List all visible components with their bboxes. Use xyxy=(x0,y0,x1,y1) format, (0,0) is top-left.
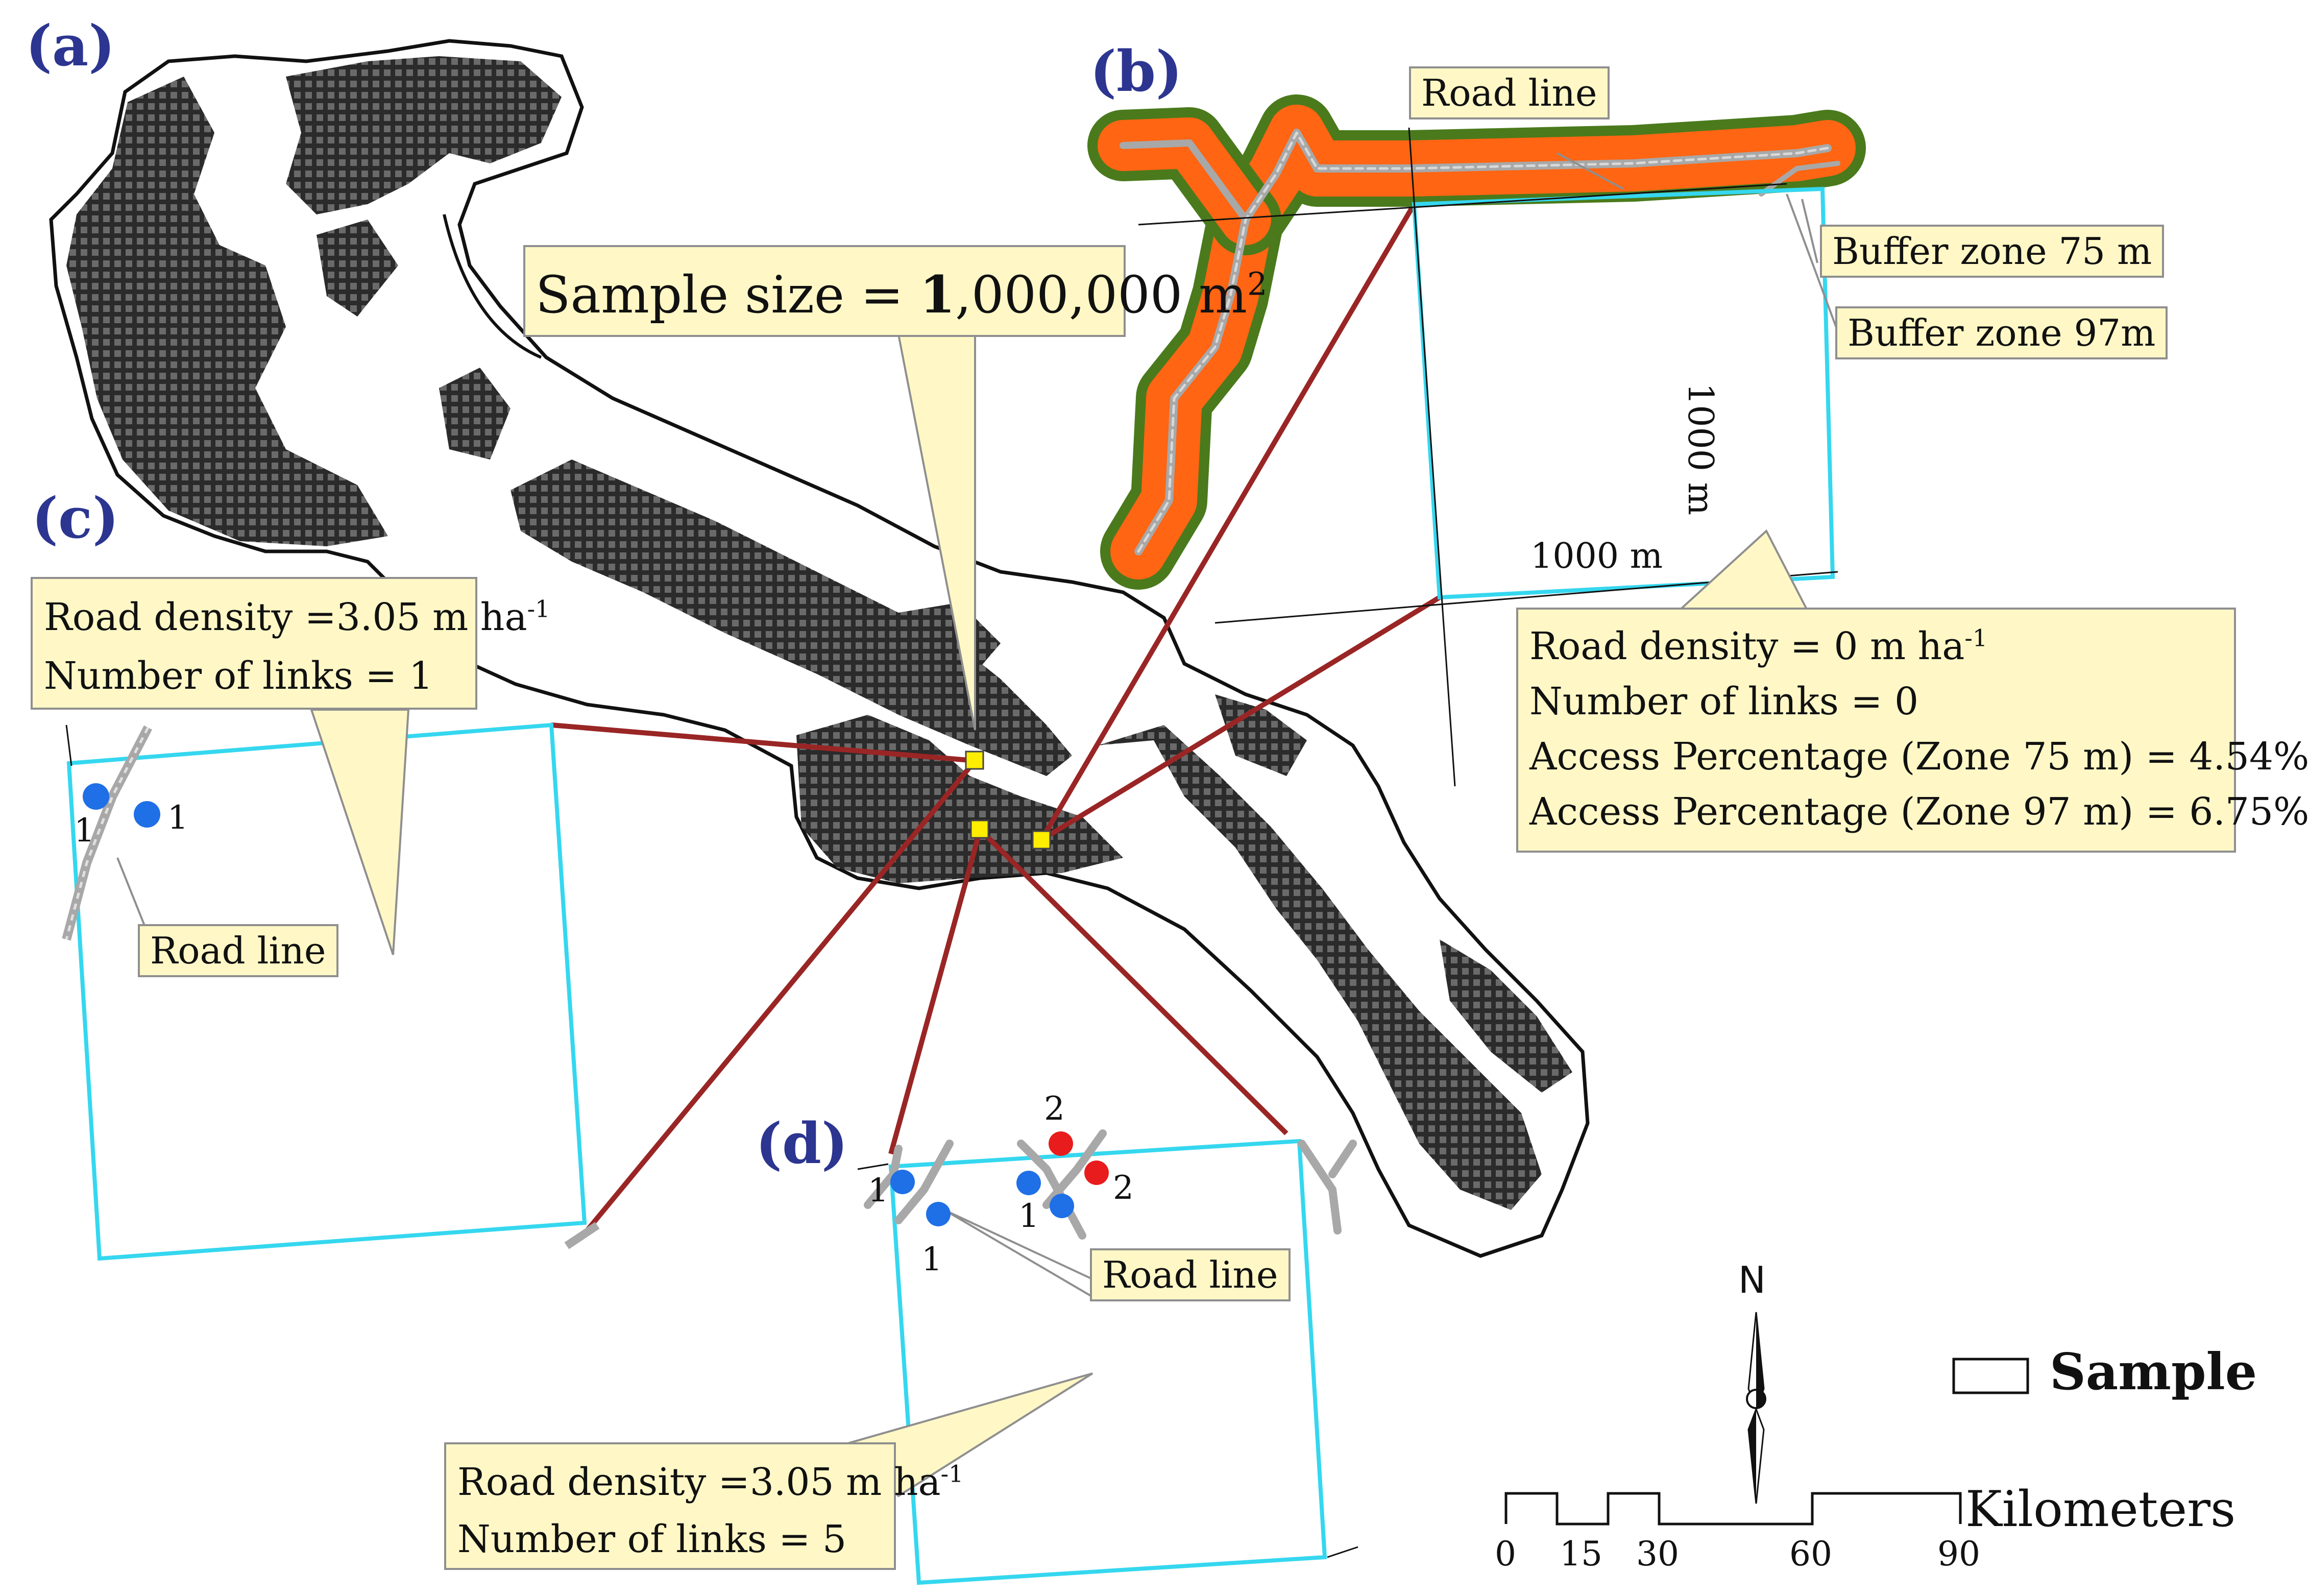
scale-tick-30: 30 xyxy=(1636,1534,1679,1574)
panel-d-inset xyxy=(857,1129,1358,1585)
panel-c-number-of-links: Number of links = 1 xyxy=(44,654,433,698)
panel-d-road-density-exponent: -1 xyxy=(940,1460,964,1488)
pointer-panel-c xyxy=(310,709,410,955)
panel-c-road-density: Road density =3.05 m ha xyxy=(44,595,527,639)
road-line-d-6 xyxy=(1328,1140,1357,1178)
panel-c-road-density-exponent: -1 xyxy=(527,595,550,623)
panel-c-density-row: Road density =3.05 m ha-1 xyxy=(44,588,550,647)
connector-lines xyxy=(551,203,1441,1232)
sample-square-d xyxy=(888,1139,1327,1585)
legend-sample-swatch xyxy=(1952,1358,2029,1394)
point-blue-d-4 xyxy=(1050,1194,1074,1218)
scale-bar xyxy=(1504,1492,1962,1526)
sample-markers xyxy=(965,751,1051,850)
point-label-c-2: 1 xyxy=(167,799,188,837)
road-line-b-branch xyxy=(1120,139,1249,223)
sample-marker-c xyxy=(965,751,984,770)
panel-label-d: (d) xyxy=(756,1110,848,1176)
panel-b-inset xyxy=(1087,94,1866,787)
connector-c-bottom xyxy=(585,759,977,1232)
panel-d-density-row: Road density =3.05 m ha-1 xyxy=(457,1454,963,1511)
buffer-zone-75-label: Buffer zone 75 m xyxy=(1820,225,2165,278)
road-line-d-5 xyxy=(1298,1140,1342,1235)
sample-marker-b xyxy=(1032,830,1051,850)
point-label-d-2: 1 xyxy=(921,1241,942,1278)
connector-b-bottom xyxy=(1040,595,1441,842)
scale-unit-label: Kilometers xyxy=(1965,1481,2236,1538)
buffer-zone-97-label: Buffer zone 97m xyxy=(1835,306,2168,359)
panel-d-info-callout: Road density =3.05 m ha-1 Number of link… xyxy=(444,1442,963,1570)
road-line-label-d: Road line xyxy=(1090,1248,1291,1301)
callout-pointers xyxy=(310,333,1809,1497)
connector-d-right xyxy=(978,828,1289,1135)
panel-c-info-callout: Road density =3.05 m ha-1 Number of link… xyxy=(31,577,550,710)
scale-tick-60: 60 xyxy=(1789,1534,1832,1574)
point-red-d-2 xyxy=(1084,1160,1109,1185)
road-line-label-b: Road line xyxy=(1409,66,1610,119)
sample-size-callout: Sample size = 1,000,000 m2 xyxy=(523,245,1267,337)
panel-b-access-97: Access Percentage (Zone 97 m) = 6.75% xyxy=(1529,790,2309,834)
dimension-vertical-label: 1000 m xyxy=(1680,383,1720,516)
point-label-d-5: 2 xyxy=(1113,1169,1134,1207)
north-label: N xyxy=(1738,1259,1766,1301)
road-line-d-4 xyxy=(1042,1129,1107,1209)
panel-c-inset xyxy=(62,722,600,1261)
point-blue-c-1 xyxy=(83,783,109,810)
point-label-d-1: 1 xyxy=(868,1172,889,1210)
road-line-b-east xyxy=(1759,161,1840,197)
region-map xyxy=(49,39,1590,1258)
connector-b-top xyxy=(1039,203,1417,841)
scale-tick-90: 90 xyxy=(1937,1534,1980,1574)
sample-marker-d xyxy=(970,819,989,839)
connector-d-left xyxy=(888,829,983,1155)
panel-b-density-row: Road density = 0 m ha-1 xyxy=(1529,619,2223,674)
panel-d-number-of-links: Number of links = 5 xyxy=(457,1517,847,1562)
panel-b-number-of-links: Number of links = 0 xyxy=(1529,680,1919,724)
sample-size-unit-exponent: 2 xyxy=(1247,265,1268,303)
panel-label-a: (a) xyxy=(26,13,115,79)
sample-size-value: ,000,000 m xyxy=(955,265,1247,325)
point-red-d-1 xyxy=(1049,1131,1073,1156)
point-label-d-3: 1 xyxy=(1018,1197,1039,1235)
scale-tick-0: 0 xyxy=(1495,1534,1516,1574)
point-blue-d-1 xyxy=(890,1170,915,1194)
point-label-c-1: 1 xyxy=(74,812,95,850)
panel-label-c: (c) xyxy=(32,485,119,551)
road-line-d-2 xyxy=(894,1140,954,1224)
coastline-arc xyxy=(443,214,542,359)
panel-b-road-density: Road density = 0 m ha xyxy=(1529,624,1965,668)
sample-size-bold-digit: 1 xyxy=(919,264,956,325)
point-blue-d-3 xyxy=(1016,1171,1041,1195)
north-arrow xyxy=(1746,1312,1766,1504)
road-line-label-c: Road line xyxy=(138,924,338,977)
panel-b-info-callout: Road density = 0 m ha-1 Number of links … xyxy=(1516,608,2309,853)
point-blue-d-2 xyxy=(926,1202,951,1226)
panel-label-b: (b) xyxy=(1090,38,1183,104)
panel-d-road-density: Road density =3.05 m ha xyxy=(457,1460,941,1504)
panel-b-road-density-exponent: -1 xyxy=(1964,624,1988,652)
dimension-horizontal-label: 1000 m xyxy=(1530,536,1663,576)
connector-c-top xyxy=(551,722,976,763)
pointer-panel-b xyxy=(1676,529,1809,611)
land-cover-grid xyxy=(66,56,1572,1210)
sample-square-b xyxy=(1412,186,1835,600)
point-label-d-4: 2 xyxy=(1044,1090,1065,1128)
sample-size-text: Sample size = xyxy=(536,265,920,325)
panel-b-access-75: Access Percentage (Zone 75 m) = 4.54% xyxy=(1529,735,2309,779)
point-blue-c-2 xyxy=(134,801,160,828)
scale-tick-15: 15 xyxy=(1560,1534,1602,1574)
legend-sample-label: Sample xyxy=(2050,1343,2257,1401)
